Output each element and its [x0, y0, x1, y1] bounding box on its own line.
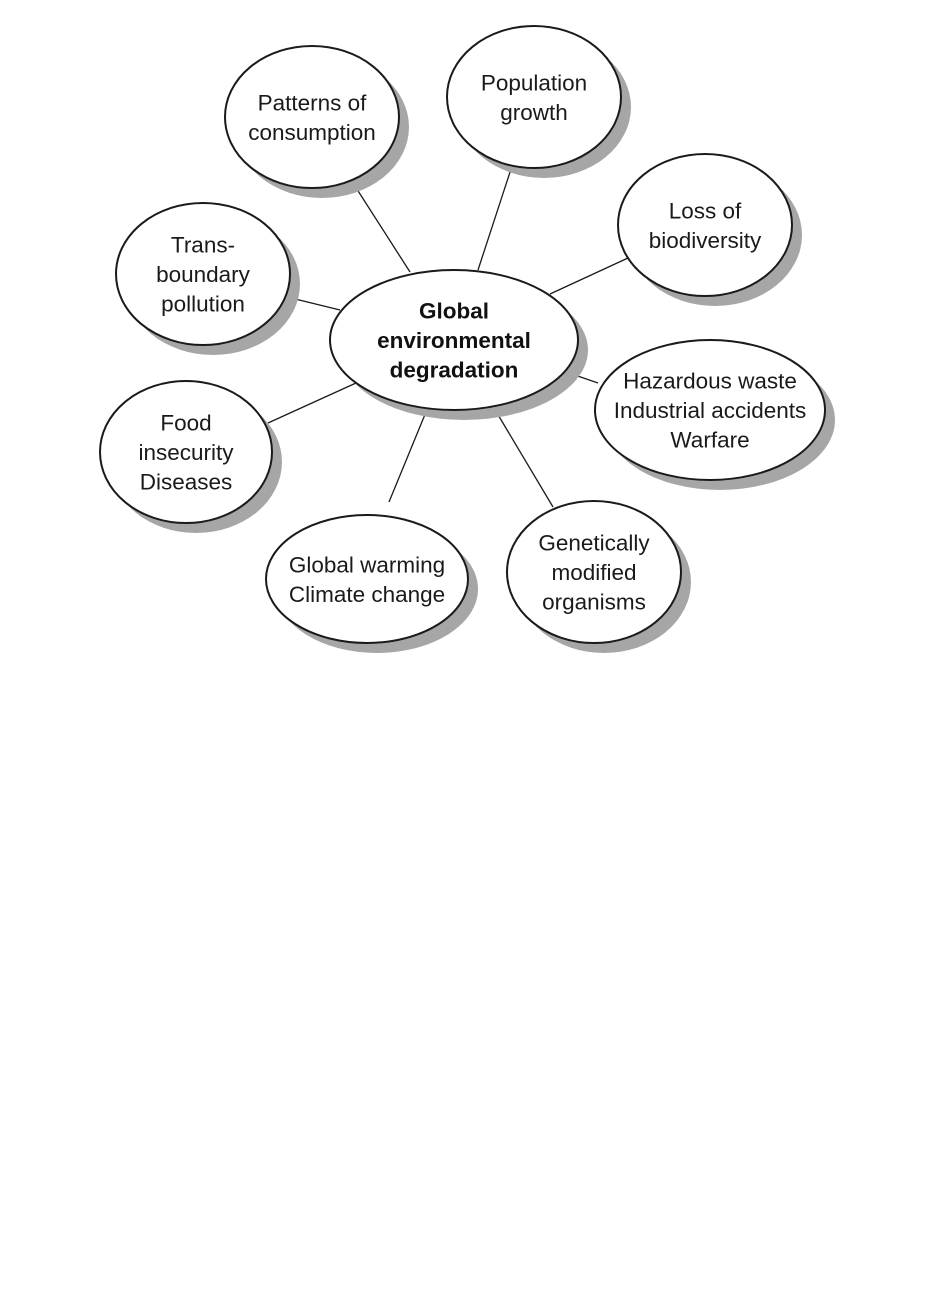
node-transboundary-pollution-label-line: pollution: [161, 292, 245, 317]
connector-food-insecurity: [268, 383, 356, 423]
connector-loss-of-biodiversity: [550, 258, 628, 294]
node-food-insecurity-label-line: Food: [160, 411, 211, 436]
connector-genetically-modified-organisms: [494, 408, 553, 507]
center-node-label-line: degradation: [390, 358, 519, 383]
connector-patterns-of-consumption: [353, 183, 410, 272]
node-genetically-modified-organisms-label-line: modified: [551, 560, 636, 585]
node-loss-of-biodiversity-label-line: Loss of: [669, 198, 742, 223]
node-loss-of-biodiversity-label-line: biodiversity: [649, 228, 762, 253]
node-population-growth-label-line: Population: [481, 70, 587, 95]
node-food-insecurity-label-line: Diseases: [140, 470, 233, 495]
center-node: Global environmental degradation: [330, 270, 588, 420]
node-patterns-of-consumption-label-line: Patterns of: [258, 90, 368, 115]
node-transboundary-pollution-label-line: Trans-: [171, 233, 235, 258]
node-patterns-of-consumption-ellipse: [225, 46, 399, 188]
node-food-insecurity-label-line: insecurity: [138, 440, 234, 465]
node-transboundary-pollution-label-line: boundary: [156, 262, 251, 287]
node-population-growth-ellipse: [447, 26, 621, 168]
center-node-label-line: environmental: [377, 328, 531, 353]
node-loss-of-biodiversity-ellipse: [618, 154, 792, 296]
node-global-warming-label-line: Global warming: [289, 552, 445, 577]
center-node-label-line: Global: [419, 299, 489, 324]
node-hazardous-waste-label-line: Hazardous waste: [623, 369, 797, 394]
node-patterns-of-consumption-label-line: consumption: [248, 120, 376, 145]
node-hazardous-waste-label-line: Industrial accidents: [614, 398, 807, 423]
node-global-warming-label-line: Climate change: [289, 582, 445, 607]
node-genetically-modified-organisms-label-line: organisms: [542, 590, 646, 615]
connector-population-growth: [478, 166, 512, 270]
node-population-growth-label-line: growth: [500, 100, 568, 125]
node-population-growth: Population growth: [447, 26, 631, 178]
node-genetically-modified-organisms: Genetically modified organisms: [507, 501, 691, 653]
center-node-group: Global environmental degradation: [330, 270, 588, 420]
node-patterns-of-consumption: Patterns of consumption: [225, 46, 409, 198]
node-hazardous-waste-label-line: Warfare: [670, 428, 749, 453]
node-transboundary-pollution: Trans-boundary pollution: [116, 203, 300, 355]
node-loss-of-biodiversity: Loss of biodiversity: [618, 154, 802, 306]
node-genetically-modified-organisms-label-line: Genetically: [538, 531, 650, 556]
node-global-warming-ellipse: [266, 515, 468, 643]
connector-global-warming: [389, 412, 426, 502]
